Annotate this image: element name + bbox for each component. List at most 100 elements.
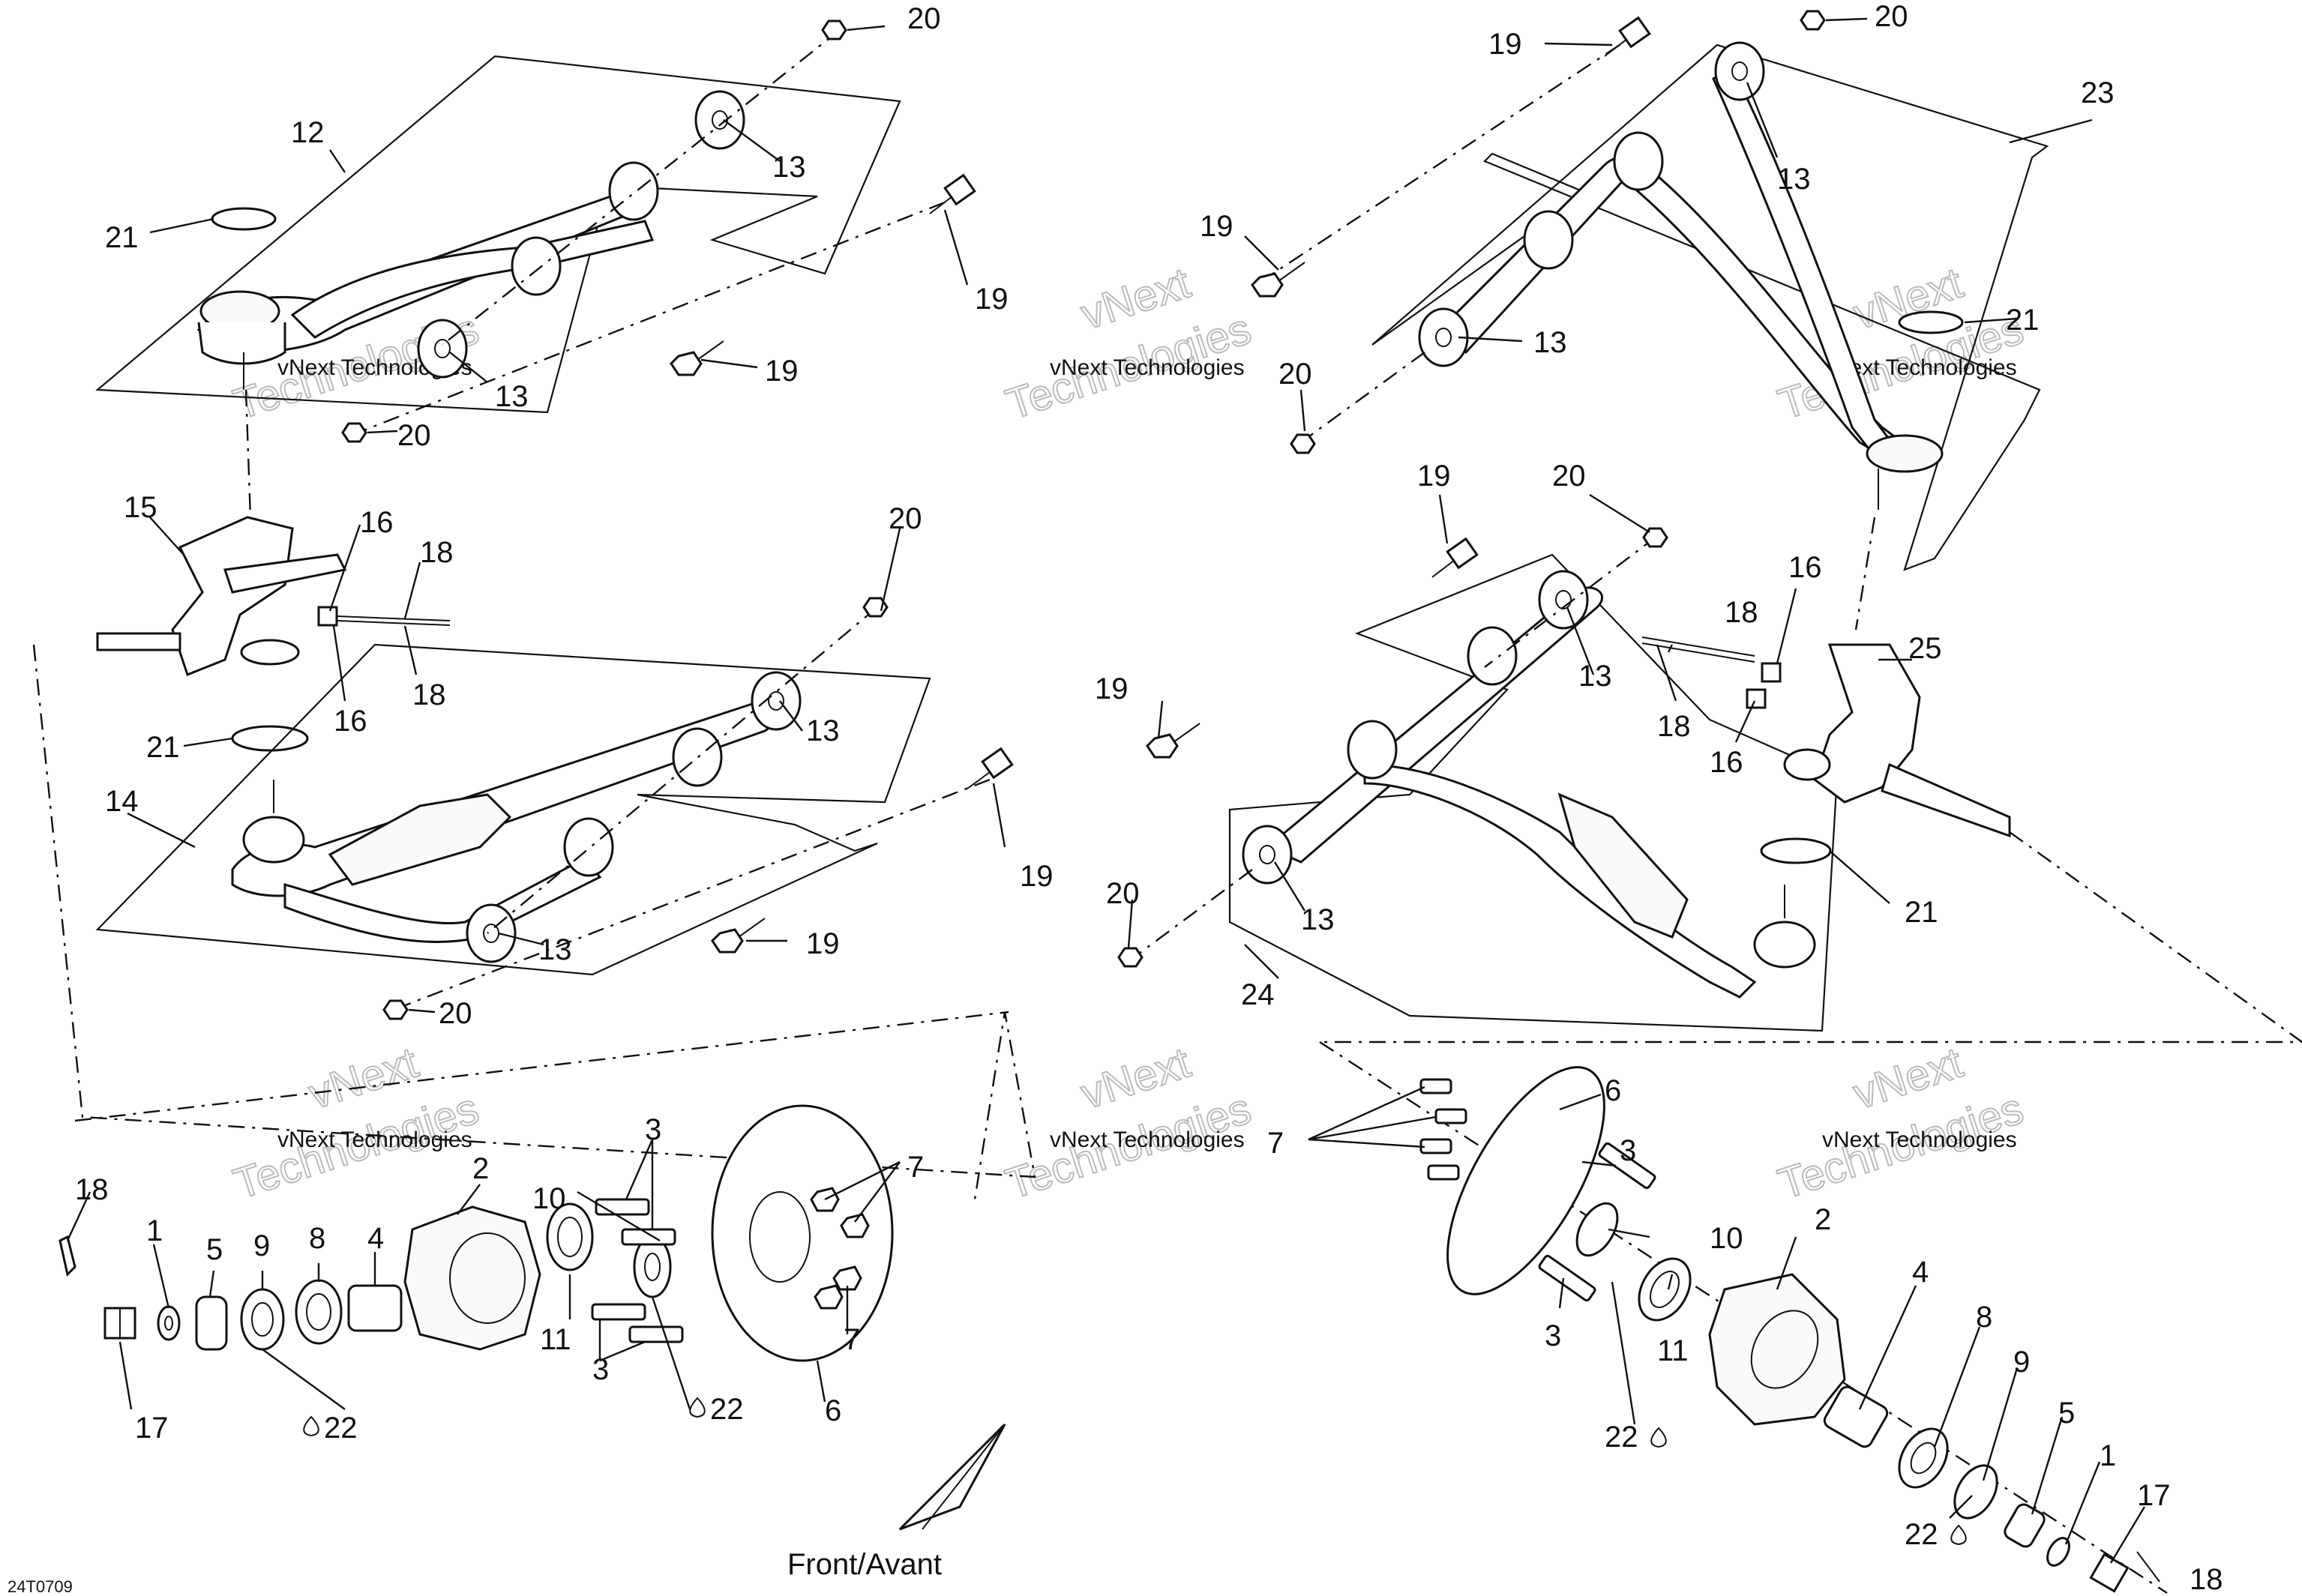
callout-19: 19 <box>1417 460 1451 493</box>
stud-3 <box>628 1325 684 1343</box>
callout-10: 10 <box>532 1182 566 1215</box>
cotter-pin-18 <box>337 615 451 621</box>
knuckle-spindle <box>96 632 181 651</box>
hub-2 <box>403 1205 541 1351</box>
callout-16: 16 <box>1788 551 1822 584</box>
retaining-ring-21 <box>231 725 309 752</box>
knuckle-spindle <box>1881 762 2011 838</box>
callout-22-lube: 22 <box>1605 1421 1667 1454</box>
callout-4: 4 <box>1912 1256 1929 1289</box>
disc-bolt-7 <box>832 1265 862 1291</box>
callout-21: 21 <box>146 731 180 764</box>
callout-8: 8 <box>309 1222 325 1255</box>
retaining-ring-21 <box>211 207 277 231</box>
callout-7: 7 <box>907 1151 924 1184</box>
callout-8: 8 <box>1976 1301 1992 1334</box>
callout-1: 1 <box>146 1214 163 1247</box>
callout-22: 22 <box>710 1393 744 1426</box>
stud-3 <box>621 1228 676 1246</box>
callout-13: 13 <box>806 714 840 747</box>
bolt-19 <box>929 173 976 214</box>
bearing-11 <box>546 1202 594 1271</box>
callout-6: 6 <box>1605 1074 1621 1107</box>
brake-disc-6 <box>1446 1066 1605 1295</box>
callout-20: 20 <box>1278 358 1312 391</box>
callout-18: 18 <box>1725 596 1758 629</box>
castle-nut-16 <box>1761 662 1782 683</box>
cotter-pin-18 <box>1641 636 1755 657</box>
bushing-13 <box>1538 570 1589 630</box>
lower-a-arm-rear-tube <box>283 857 602 943</box>
callout-13: 13 <box>538 933 572 966</box>
left-upper-a-arm-group <box>95 19 976 443</box>
shock-mount-bracket <box>1557 792 1689 939</box>
front-arrow-icon <box>898 1423 1006 1531</box>
castle-nut-16 <box>317 606 338 627</box>
cotter-pin-18 <box>58 1235 76 1277</box>
drawing-code: 24T0709 <box>7 1577 73 1596</box>
washer-1 <box>157 1305 181 1341</box>
bushing-13 <box>1347 720 1398 780</box>
bolt-19 <box>967 747 1014 789</box>
bushing-13 <box>563 817 614 877</box>
spacer-5 <box>2004 1503 2046 1548</box>
spacer-10 <box>1575 1202 1619 1257</box>
callout-19: 19 <box>1200 210 1233 243</box>
disc-bolt-7 <box>1419 1078 1452 1094</box>
axis-line <box>1319 1041 2168 1595</box>
bolt-19 <box>670 340 724 376</box>
callout-19: 19 <box>1020 860 1054 893</box>
bushing-13 <box>608 161 659 221</box>
watermark-small: vNext Technologies <box>1050 1127 1245 1152</box>
nut-20 <box>341 422 367 443</box>
ball-joint-housing <box>1866 434 1944 473</box>
axis-line <box>397 778 991 1010</box>
axis-line <box>74 1011 1009 1122</box>
lower-a-arm-front-tube <box>1265 586 1603 864</box>
callout-20: 20 <box>1875 0 1908 33</box>
disc-bolt-7 <box>840 1213 870 1238</box>
seal-9 <box>1953 1464 1998 1520</box>
callout-22-lube: 22 <box>303 1412 358 1445</box>
callout-13: 13 <box>1301 903 1335 936</box>
spacer-10 <box>633 1235 672 1298</box>
nut-20 <box>1117 947 1144 968</box>
watermark-small: vNext Technologies <box>1822 1127 2017 1152</box>
callout-17: 17 <box>2137 1479 2171 1512</box>
callout-20: 20 <box>1106 877 1140 910</box>
callout-20: 20 <box>397 419 431 452</box>
callout-19: 19 <box>765 355 799 388</box>
callout-20: 20 <box>439 997 472 1030</box>
callout-5: 5 <box>2058 1397 2075 1430</box>
axis-line <box>32 644 1036 1200</box>
callout-23: 23 <box>2081 76 2115 109</box>
nut-20 <box>821 19 847 40</box>
bushing-13 <box>1714 41 1765 101</box>
callout-3: 3 <box>645 1113 661 1146</box>
watermark: vNext Technologies vNext Technologies <box>1772 1038 2030 1210</box>
nut-20 <box>1290 433 1316 454</box>
callout-leaders <box>66 17 2146 1564</box>
callout-22: 22 <box>324 1412 358 1445</box>
axis-line <box>352 201 946 436</box>
callout-22: 22 <box>1605 1421 1638 1454</box>
callout-9: 9 <box>2013 1346 2030 1379</box>
nut-20 <box>382 999 409 1020</box>
left-hub-group <box>32 644 1036 1362</box>
right-knuckle-group <box>1320 517 2302 1044</box>
callout-numbers: 20 12 21 13 19 19 13 20 15 16 18 18 16 2… <box>75 0 2223 1596</box>
right-hub-group <box>1319 1041 2168 1595</box>
cotter-pin-18-leg <box>1641 642 1755 663</box>
disc-bolt-7 <box>1419 1138 1452 1154</box>
axis-line <box>1320 831 2302 1044</box>
callout-7: 7 <box>1267 1127 1284 1160</box>
callout-22: 22 <box>1905 1518 1938 1551</box>
axis-line <box>1300 352 1425 443</box>
bushing-13 <box>1523 210 1574 270</box>
cotter-pin-18-leg <box>337 620 451 626</box>
ball-joint-body <box>197 322 286 365</box>
callout-11: 11 <box>540 1323 571 1356</box>
droplet-icon <box>1650 1427 1667 1448</box>
bolt-19 <box>1146 723 1200 759</box>
